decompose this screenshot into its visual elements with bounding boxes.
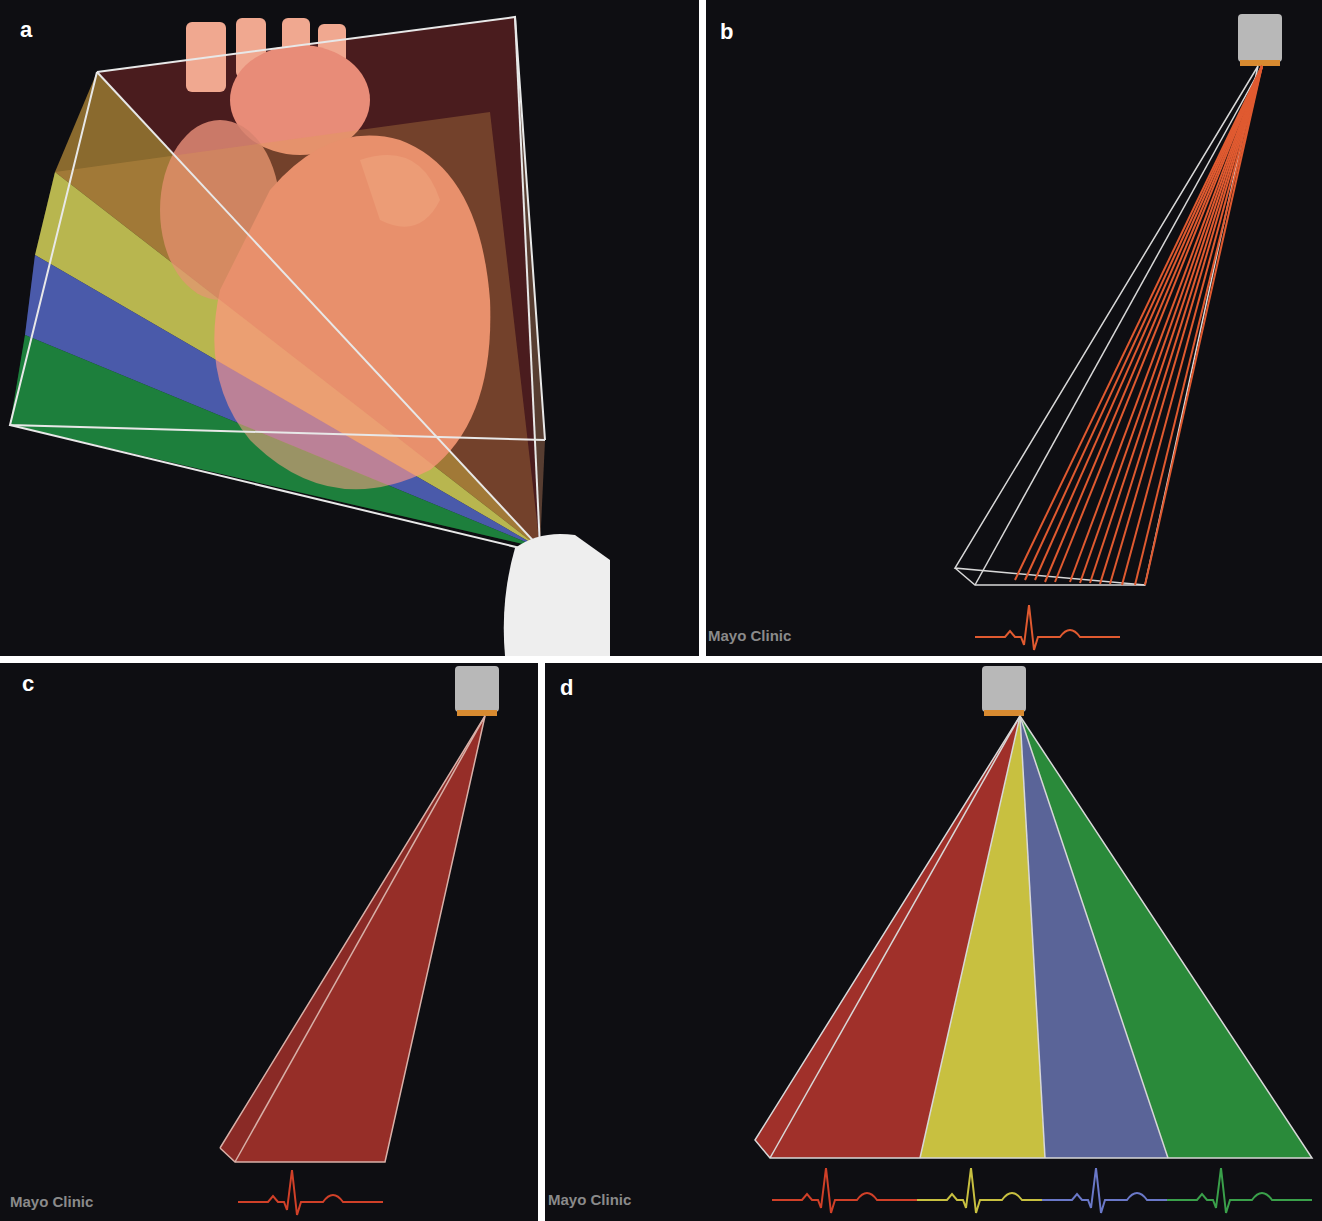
ecg-trace: [238, 1170, 383, 1215]
pyramid-outline: [10, 17, 545, 548]
scan-line: [1122, 66, 1262, 585]
volume-pyramid: [10, 17, 545, 548]
panel-ground: [0, 663, 538, 1221]
sector-outline: [955, 66, 1262, 585]
wedge-tint: [10, 335, 540, 548]
outline-edge: [755, 716, 1312, 1158]
panel-ground: [0, 0, 699, 656]
outline-edge: [770, 716, 1020, 1158]
scan-lines: [1015, 66, 1262, 585]
outline-edge: [920, 716, 1020, 1158]
scan-line: [1100, 66, 1262, 584]
scan-line: [1135, 66, 1262, 585]
sector-volume: [220, 716, 485, 1162]
scan-line: [1035, 66, 1262, 580]
scan-line: [1110, 66, 1262, 584]
panel-ground: [706, 0, 1322, 656]
panel-ground: [545, 663, 1322, 1221]
ecg-trace: [1042, 1168, 1187, 1213]
panel-letter: c: [22, 672, 34, 696]
ecg-trace: [917, 1168, 1062, 1213]
watermark: Mayo Clinic: [708, 627, 791, 644]
outline-edge: [97, 72, 540, 548]
sector-outline: [220, 716, 485, 1162]
sector-face: [235, 716, 485, 1162]
scan-line: [1015, 66, 1262, 580]
outline-edge: [10, 425, 520, 548]
outline-edge: [515, 17, 540, 548]
watermark: Mayo Clinic: [548, 1191, 631, 1208]
ecg-trace: [772, 1168, 917, 1213]
panel-letter: d: [560, 676, 573, 700]
probe-face: [984, 710, 1024, 716]
probe: [455, 666, 499, 712]
scan-line: [1145, 66, 1262, 585]
wedge-overlay: [10, 112, 540, 548]
probe: [982, 666, 1026, 712]
watermark: Mayo Clinic: [10, 1193, 93, 1210]
outline-edge: [10, 72, 545, 440]
scan-line: [1055, 66, 1262, 582]
probe-face: [457, 710, 497, 716]
scan-line: [1045, 66, 1262, 582]
outline-edge: [975, 66, 1262, 585]
ecg-trace: [975, 605, 1120, 650]
probe-face: [1240, 60, 1280, 66]
outline-edge: [220, 716, 485, 1162]
panel-letter: b: [720, 20, 733, 44]
outline-edge: [97, 17, 545, 440]
scan-line: [1080, 66, 1262, 583]
outline-edge: [1020, 716, 1045, 1158]
scan-line: [1070, 66, 1262, 582]
sector-outline: [755, 716, 1312, 1158]
outline-edge: [1020, 716, 1168, 1158]
probe: [504, 534, 610, 656]
scan-line: [1090, 66, 1262, 583]
probe: [1238, 14, 1282, 62]
ecg-trace: [1167, 1168, 1312, 1213]
outline-edge: [235, 716, 485, 1162]
panel-letter: a: [20, 18, 32, 42]
